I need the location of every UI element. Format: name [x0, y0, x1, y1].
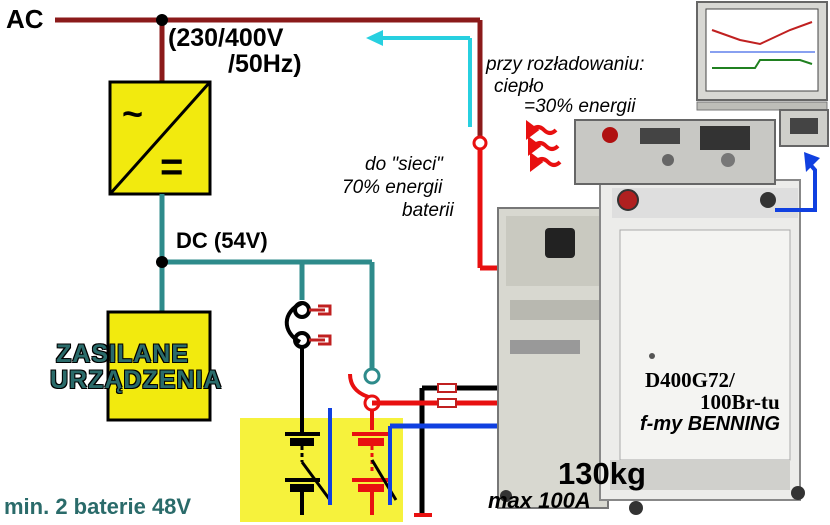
battery-icon	[285, 408, 332, 515]
powered-devices-box	[106, 310, 212, 422]
powered-devices-label: ZASILANE	[56, 340, 189, 368]
heat-waves-icon	[526, 120, 562, 172]
network-battery-label: baterii	[402, 200, 454, 221]
manufacturer-label: f-my BENNING	[640, 413, 781, 435]
network-energy-label: 70% energii	[342, 177, 443, 198]
ac-node	[156, 14, 168, 26]
network-arrow-head	[366, 30, 383, 46]
powered-devices-label-2: URZĄDZENIA	[50, 366, 223, 394]
dc-node	[156, 256, 168, 268]
weight-label: 130kg	[558, 456, 646, 491]
computer-icon	[696, 101, 829, 147]
switch-contacts	[309, 304, 332, 346]
frequency-label: /50Hz)	[228, 50, 302, 78]
discharge-unit	[497, 119, 805, 515]
ac-label: AC	[6, 4, 44, 34]
ac-symbol: ~	[122, 93, 143, 134]
rectifier-icon: ~ =	[108, 80, 212, 196]
heat-energy-label: =30% energii	[524, 96, 636, 117]
dc-label: DC (54V)	[176, 228, 268, 253]
feed-terminal	[472, 135, 488, 151]
discharge-label: przy rozładowaniu:	[486, 54, 645, 75]
disconnect-switch	[284, 301, 311, 432]
data-cable-arrow	[804, 152, 820, 172]
dc-wire	[159, 194, 375, 368]
voltage-label: (230/400V	[168, 24, 284, 52]
max-current-label: max 100A	[488, 488, 591, 513]
network-label: do "sieci"	[365, 154, 443, 175]
monitor-icon	[696, 1, 828, 101]
model-label: D400G72/	[645, 368, 735, 392]
model-label-2: 100Br-tu	[700, 390, 780, 414]
network-arrow	[378, 36, 472, 127]
battery-count-label: min. 2 baterie 48V	[4, 494, 192, 519]
dc-terminal	[363, 367, 381, 385]
heat-label: ciepło	[494, 76, 544, 97]
ac-wire	[55, 17, 483, 138]
dc-symbol: =	[160, 145, 183, 189]
